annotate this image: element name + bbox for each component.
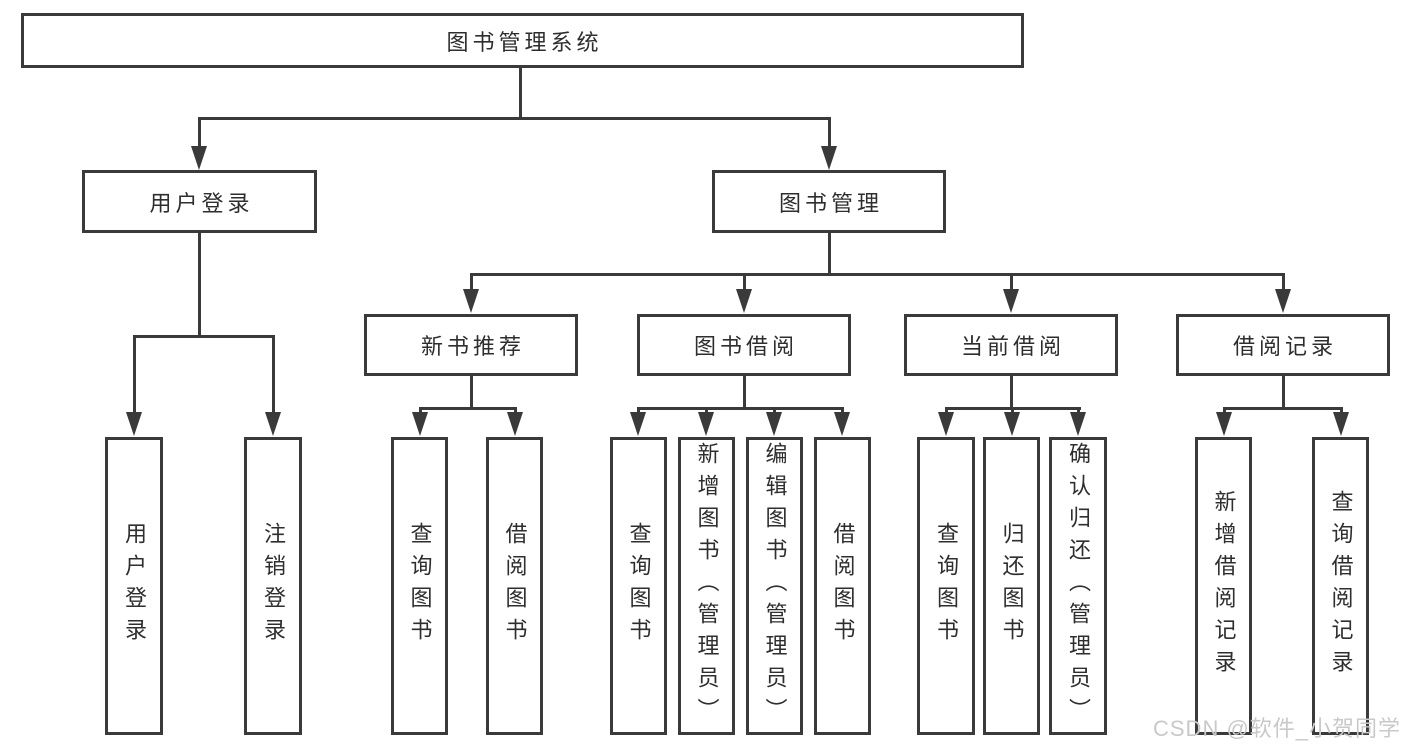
leaf-label: 新增借阅记录 — [1211, 490, 1237, 682]
connector-drop-leaf — [841, 407, 844, 415]
connector-current-borrow-stem — [1010, 376, 1013, 410]
connector-drop-leaf — [773, 407, 776, 415]
connector-root-stem — [519, 68, 522, 117]
connector-user-login-bus — [133, 335, 275, 338]
node-user-login: 用户登录 — [82, 170, 317, 233]
watermark: CSDN @软件_小贺同学 — [1153, 716, 1402, 741]
arrow-down-icon — [507, 412, 523, 436]
leaf-label: 查询图书 — [934, 522, 959, 650]
connector-drop-user-login — [198, 117, 201, 147]
connector-drop-leaf — [514, 407, 517, 415]
leaf-label: 归还图书 — [999, 522, 1025, 650]
arrow-down-icon — [834, 412, 850, 436]
leaf-add-book-admin: 新增图书（管理员） — [678, 437, 735, 735]
arrow-down-icon — [1003, 289, 1019, 313]
arrow-down-icon — [766, 412, 782, 436]
arrow-down-icon — [821, 146, 837, 170]
arrow-down-icon — [1070, 412, 1086, 436]
arrow-down-icon — [191, 146, 207, 170]
connector-level2-bus — [198, 117, 831, 120]
leaf-borrow-book: 借阅图书 — [486, 437, 543, 735]
leaf-query-book: 查询图书 — [391, 437, 448, 735]
leaf-label: 用户登录 — [122, 522, 147, 650]
arrow-down-icon — [1004, 412, 1020, 436]
connector-drop-leaf — [1077, 407, 1080, 415]
connector-book-borrow-stem — [743, 376, 746, 410]
leaf-label: 查询借阅记录 — [1328, 490, 1354, 682]
leaf-return-book: 归还图书 — [983, 437, 1040, 735]
node-book-management: 图书管理 — [712, 170, 946, 233]
connector-drop-login — [133, 335, 136, 413]
arrow-down-icon — [1275, 289, 1291, 313]
leaf-borrow-book: 借阅图书 — [814, 437, 871, 735]
node-current-borrow: 当前借阅 — [904, 314, 1118, 376]
connector-user-login-stem — [198, 233, 201, 338]
leaf-label: 查询图书 — [626, 522, 652, 650]
connector-drop-leaf — [1011, 407, 1014, 415]
connector-drop-leaf — [1340, 407, 1343, 415]
arrow-down-icon — [736, 289, 752, 313]
arrow-down-icon — [463, 289, 479, 313]
arrow-down-icon — [265, 412, 281, 436]
connector-drop-leaf — [637, 407, 640, 415]
connector-drop-leaf — [705, 407, 708, 415]
connector-borrow-records-stem — [1282, 376, 1285, 410]
node-borrow-records: 借阅记录 — [1176, 314, 1390, 376]
leaf-label: 查询图书 — [407, 522, 433, 650]
leaf-label: 借阅图书 — [502, 522, 528, 650]
arrow-down-icon — [126, 412, 142, 436]
leaf-query-book: 查询图书 — [917, 437, 975, 735]
connector-drop-leaf — [1223, 407, 1226, 415]
node-root: 图书管理系统 — [21, 13, 1024, 68]
arrow-down-icon — [1216, 412, 1232, 436]
connector-new-book-bus — [419, 407, 517, 410]
leaf-edit-book-admin: 编辑图书（管理员） — [746, 437, 803, 735]
leaf-query-book: 查询图书 — [610, 437, 667, 735]
connector-new-book-stem — [470, 376, 473, 410]
node-book-borrow: 图书借阅 — [637, 314, 851, 376]
connector-drop-current-borrow — [1010, 273, 1013, 291]
arrow-down-icon — [630, 412, 646, 436]
node-new-book-recommend: 新书推荐 — [364, 314, 578, 376]
connector-drop-book-borrow — [743, 273, 746, 291]
leaf-user-login: 用户登录 — [105, 437, 163, 735]
connector-drop-book-management — [828, 117, 831, 147]
connector-drop-leaf — [945, 407, 948, 415]
connector-drop-borrow-records — [1282, 273, 1285, 291]
connector-drop-leaf — [419, 407, 422, 415]
arrow-down-icon — [1333, 412, 1349, 436]
leaf-label: 编辑图书（管理员） — [762, 442, 788, 730]
connector-borrow-records-bus — [1223, 407, 1342, 410]
arrow-down-icon — [412, 412, 428, 436]
connector-level3-bus — [470, 273, 1285, 276]
arrow-down-icon — [698, 412, 714, 436]
leaf-label: 新增图书（管理员） — [694, 442, 720, 730]
leaf-query-borrow-record: 查询借阅记录 — [1312, 437, 1369, 735]
leaf-label: 借阅图书 — [830, 522, 856, 650]
leaf-add-borrow-record: 新增借阅记录 — [1195, 437, 1252, 735]
connector-drop-logout — [272, 335, 275, 413]
leaf-label: 确认归还（管理员） — [1066, 442, 1091, 730]
connector-drop-new-book — [470, 273, 473, 291]
connector-book-management-stem — [828, 233, 831, 275]
leaf-label: 注销登录 — [261, 522, 286, 650]
arrow-down-icon — [938, 412, 954, 436]
connector-book-borrow-bus — [637, 407, 844, 410]
leaf-logout: 注销登录 — [244, 437, 302, 735]
leaf-confirm-return-admin: 确认归还（管理员） — [1049, 437, 1107, 735]
